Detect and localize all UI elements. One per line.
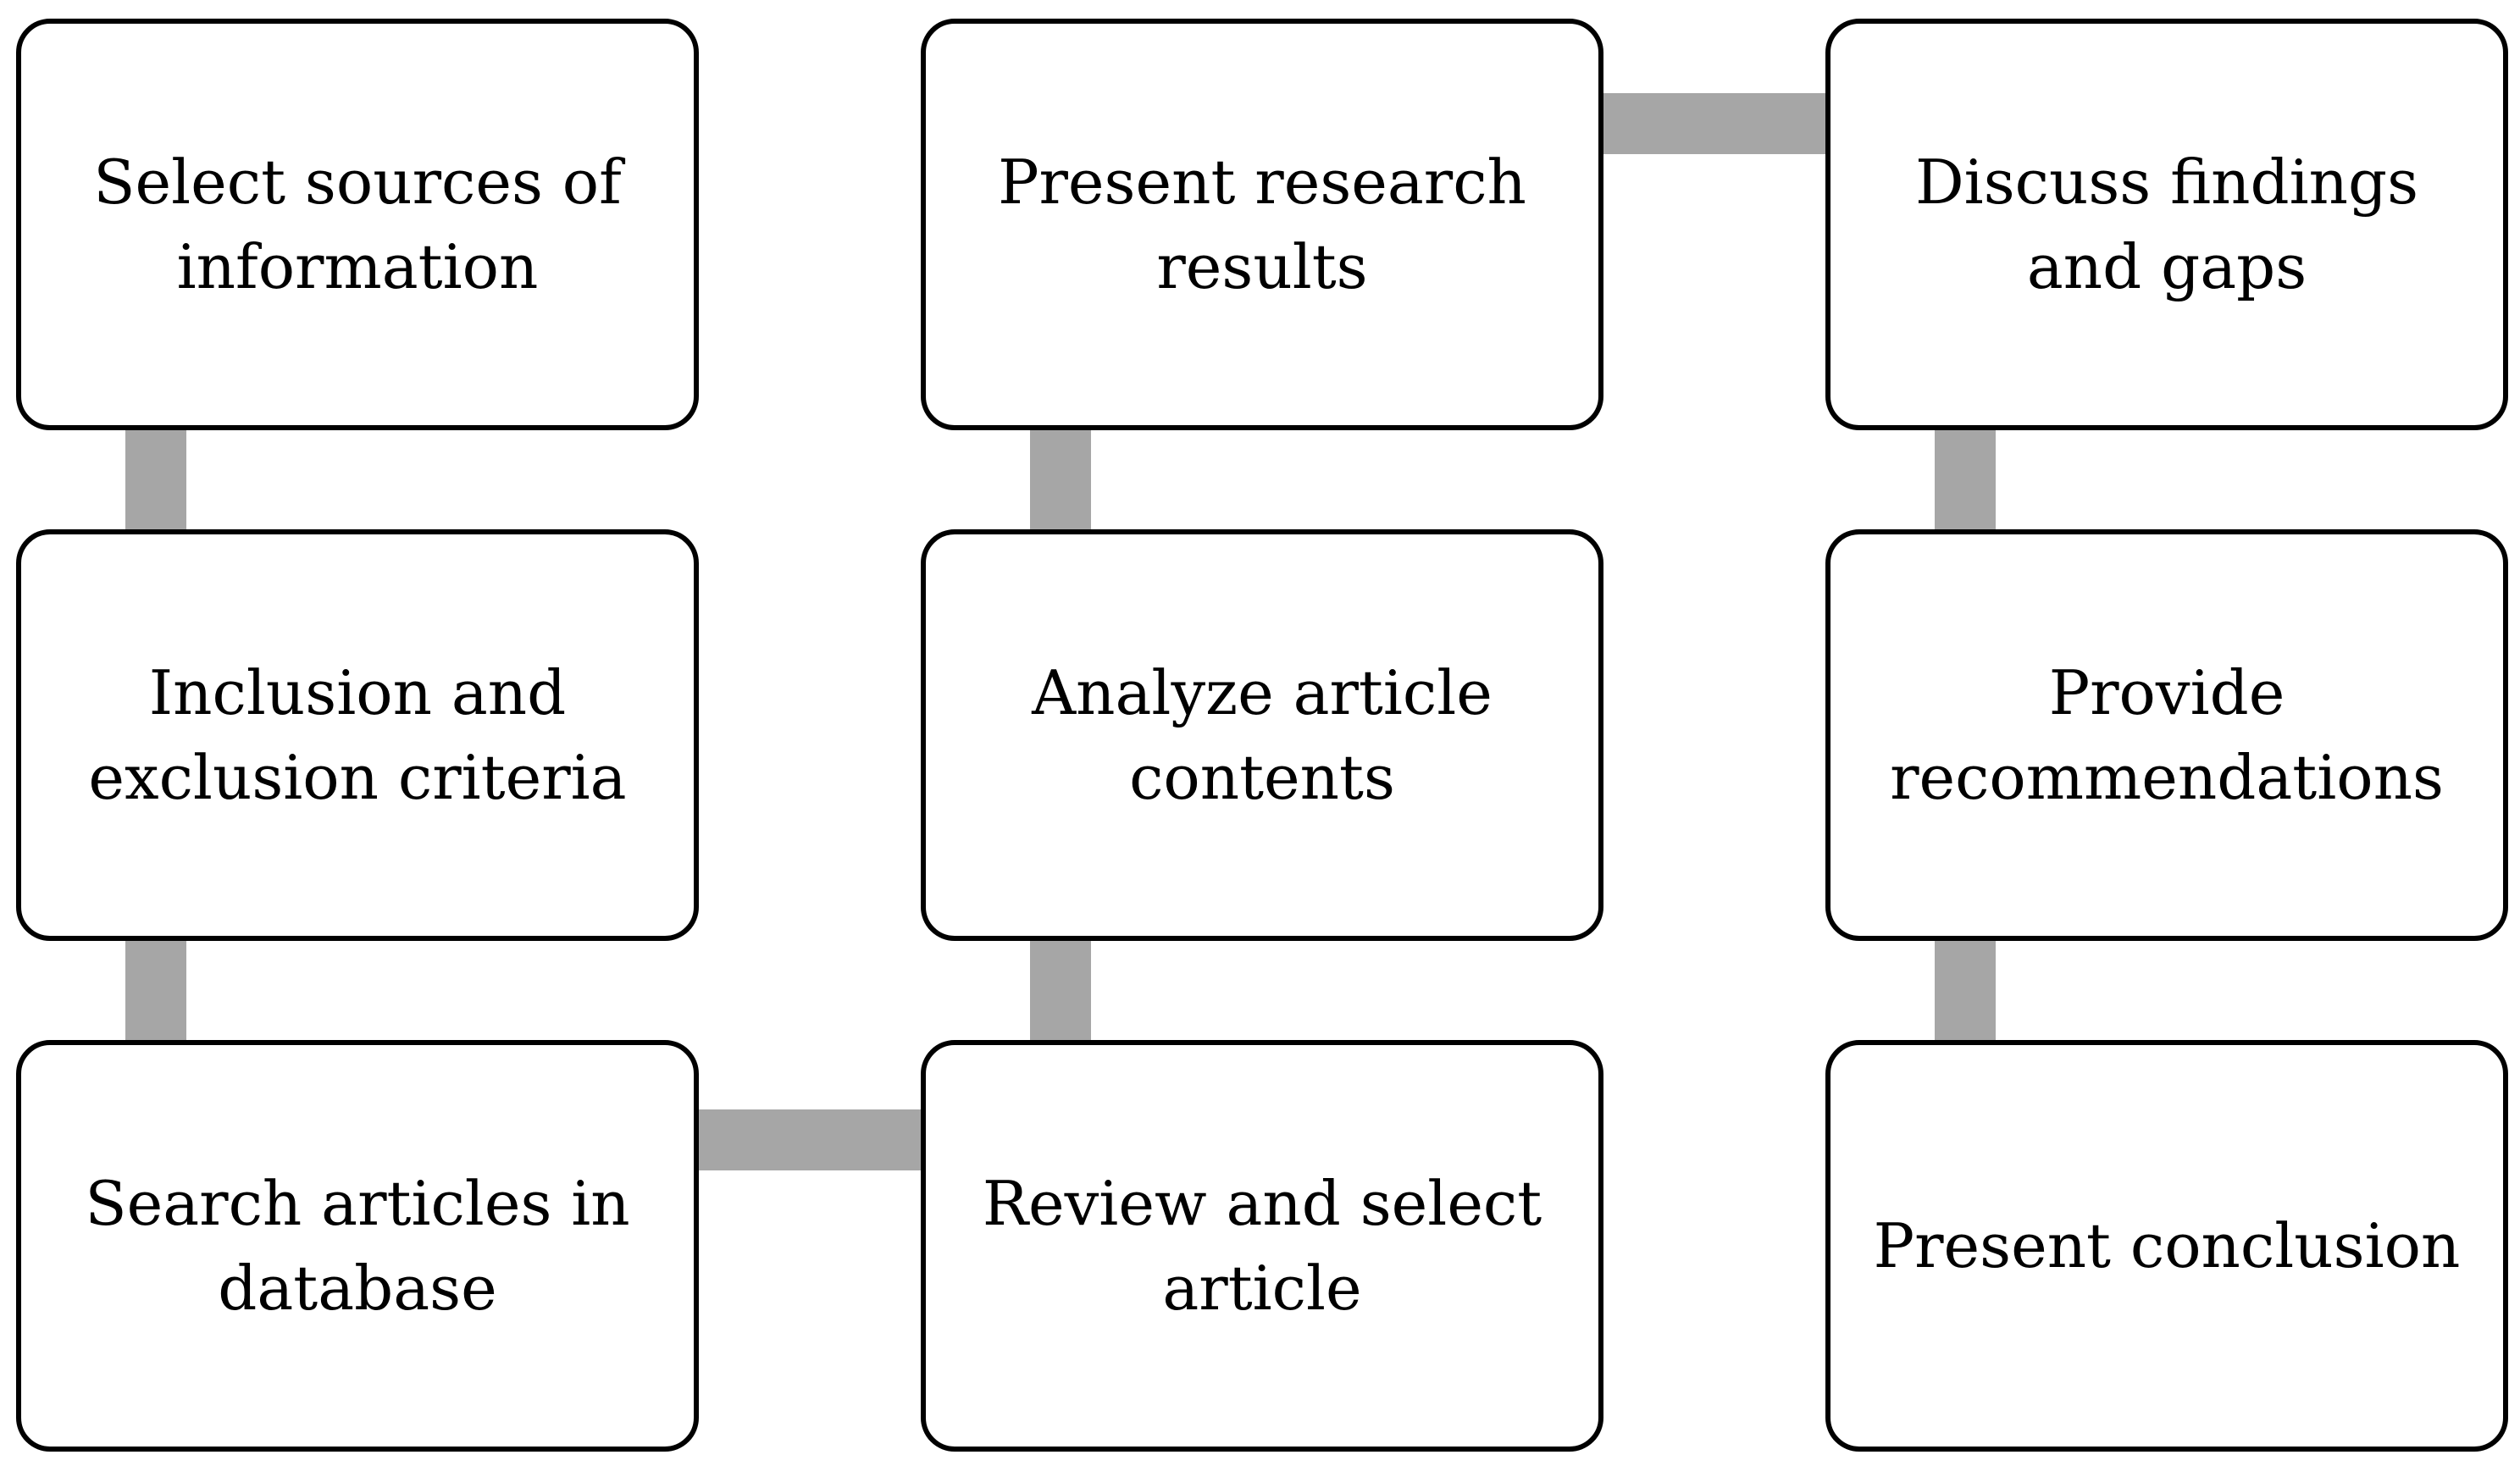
step-review-select: Review and select article xyxy=(921,1040,1603,1452)
step-present-results: Present research results xyxy=(921,19,1603,430)
step-search-articles: Search articles in database xyxy=(16,1040,699,1452)
step-discuss-findings: Discuss findings and gaps xyxy=(1825,19,2508,430)
connector-results-to-discuss xyxy=(1601,93,1828,154)
step-label: Inclusion and exclusion criteria xyxy=(88,657,627,813)
connector-analyze-to-results xyxy=(1030,428,1091,532)
connector-recommendations-to-conclusion xyxy=(1935,938,1996,1043)
connector-discuss-to-recommendations xyxy=(1935,428,1996,532)
step-label: Provide recommendations xyxy=(1890,657,2444,813)
step-label: Select sources of information xyxy=(93,147,622,302)
connector-select-to-inclusion xyxy=(125,428,186,532)
step-label: Discuss findings and gaps xyxy=(1914,147,2419,302)
step-label: Analyze article contents xyxy=(1032,657,1493,813)
step-present-conclusion: Present conclusion xyxy=(1825,1040,2508,1452)
step-analyze-contents: Analyze article contents xyxy=(921,529,1603,941)
connector-review-to-analyze xyxy=(1030,938,1091,1043)
connector-search-to-review xyxy=(696,1109,923,1170)
step-label: Review and select article xyxy=(982,1168,1542,1324)
step-provide-recommendations: Provide recommendations xyxy=(1825,529,2508,941)
connector-inclusion-to-search xyxy=(125,938,186,1043)
step-label: Present research results xyxy=(998,147,1526,302)
step-label: Search articles in database xyxy=(85,1168,630,1324)
step-select-sources: Select sources of information xyxy=(16,19,699,430)
step-label: Present conclusion xyxy=(1873,1210,2461,1281)
step-inclusion-exclusion: Inclusion and exclusion criteria xyxy=(16,529,699,941)
